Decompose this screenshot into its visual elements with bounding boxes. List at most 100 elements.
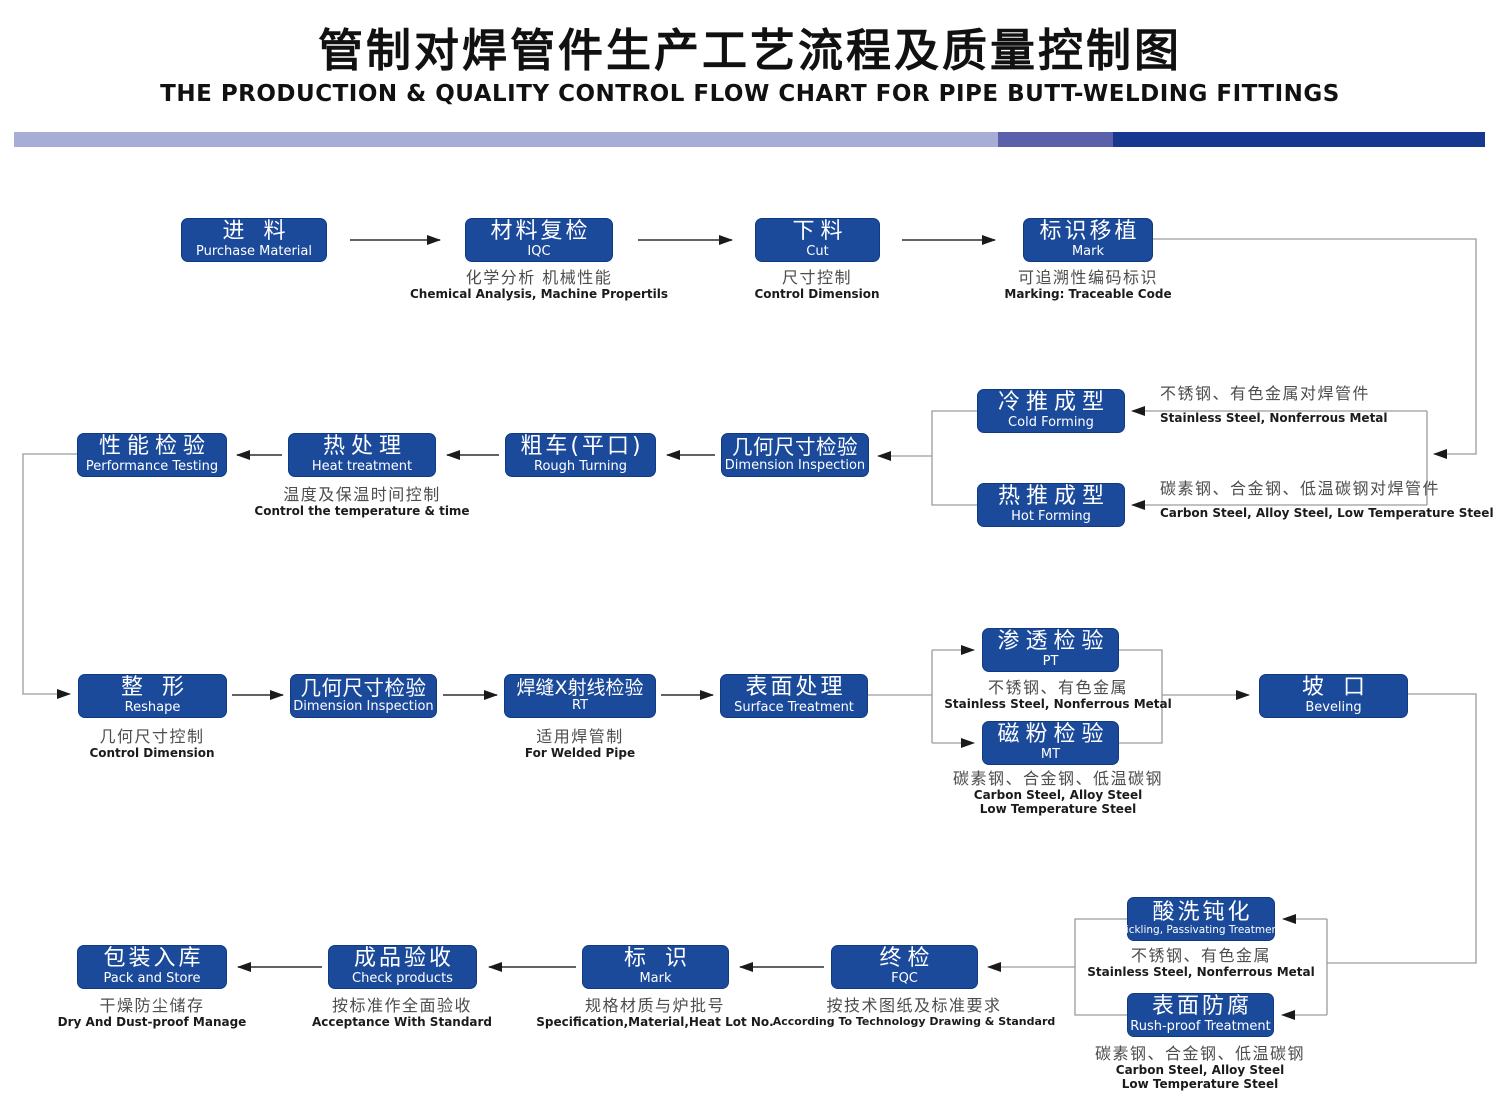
node-reshape-cn: 整 形: [121, 675, 190, 701]
node-weld-xray-rt: 焊缝X射线检验 RT: [504, 674, 656, 718]
node-pack-and-store: 包装入库 Pack and Store: [77, 945, 227, 989]
node-reshape-en: Reshape: [124, 699, 181, 715]
node-pickling-passivating-cn: 酸洗钝化: [1152, 899, 1253, 925]
note-cut-en: Control Dimension: [754, 287, 880, 301]
node-cold-forming-en: Cold Forming: [1008, 414, 1094, 430]
node-beveling-en: Beveling: [1305, 699, 1362, 715]
node-mark-label-cn: 标 识: [624, 946, 693, 972]
divider-segment-dark: [1113, 132, 1485, 147]
note-heat-treatment-cn: 温度及保温时间控制: [283, 485, 441, 504]
note-mark-label-cn: 规格材质与炉批号: [584, 996, 725, 1015]
node-check-products: 成品验收 Check products: [328, 945, 477, 989]
note-iqc-en: Chemical Analysis, Machine Propertils: [410, 287, 668, 301]
note-cut: 尺寸控制 Control Dimension: [667, 268, 967, 301]
note-hot-forming-cn: 碳素钢、合金钢、低温碳钢对焊管件: [1160, 479, 1441, 498]
node-purchase-material-cn: 进 料: [222, 219, 292, 245]
note-heat-treatment-en: Control the temperature & time: [254, 504, 470, 518]
note-pack-and-store: 干燥防尘储存 Dry And Dust-proof Manage: [2, 996, 302, 1029]
node-fqc-cn: 终检: [879, 946, 936, 972]
node-surface-treatment-cn: 表面处理: [745, 675, 846, 701]
note-pickling-en: Stainless Steel, Nonferrous Metal: [1087, 965, 1315, 979]
note-fqc: 按技术图纸及标准要求 According To Technology Drawi…: [754, 996, 1074, 1029]
node-rough-turning-en: Rough Turning: [534, 458, 627, 474]
node-magnetic-test-mt: 磁粉检验 MT: [982, 721, 1119, 765]
node-dimension-inspection-1: 几何尺寸检验 Dimension Inspection: [721, 433, 869, 477]
note-mark-label-en: Specification,Material,Heat Lot No.: [536, 1015, 774, 1029]
note-heat-treatment: 温度及保温时间控制 Control the temperature & time: [212, 485, 512, 518]
node-dimension-inspection-2: 几何尺寸检验 Dimension Inspection: [290, 674, 437, 718]
node-rustproof-treatment-en: Rush-proof Treatment: [1130, 1018, 1271, 1034]
node-heat-treatment-cn: 热处理: [322, 434, 407, 460]
note-rt-cn: 适用焊管制: [536, 727, 624, 746]
node-magnetic-test-mt-cn: 磁粉检验: [997, 722, 1110, 748]
note-mark-transplant: 可追溯性编码标识 Marking: Traceable Code: [938, 268, 1238, 301]
node-cut-cn: 下料: [792, 219, 849, 245]
straight-flow-arrows: [232, 235, 996, 972]
node-iqc-cn: 材料复检: [490, 219, 591, 245]
node-penetrant-test-pt-cn: 渗透检验: [997, 629, 1110, 655]
node-rough-turning-cn: 粗车(平口): [520, 434, 644, 460]
node-beveling-cn: 坡 口: [1302, 675, 1371, 701]
node-purchase-material-en: Purchase Material: [196, 243, 312, 259]
node-penetrant-test-pt: 渗透检验 PT: [982, 628, 1119, 672]
note-cold-forming-cn: 不锈钢、有色金属对焊管件: [1160, 384, 1371, 403]
node-cut: 下料 Cut: [755, 218, 880, 262]
note-iqc-cn: 化学分析 机械性能: [465, 268, 613, 287]
note-mt: 碳素钢、合金钢、低温碳钢 Carbon Steel, Alloy Steel L…: [908, 769, 1208, 816]
note-mt-en: Carbon Steel, Alloy Steel: [973, 788, 1143, 802]
note-check-products-cn: 按标准作全面验收: [331, 996, 472, 1015]
note-pt-cn: 不锈钢、有色金属: [987, 678, 1128, 697]
node-iqc-en: IQC: [527, 243, 551, 259]
note-reshape: 几何尺寸控制 Control Dimension: [2, 727, 302, 760]
note-cold-forming: 不锈钢、有色金属对焊管件 Stainless Steel, Nonferrous…: [1160, 384, 1388, 425]
node-iqc: 材料复检 IQC: [465, 218, 613, 262]
node-mark-label: 标 识 Mark: [582, 945, 729, 989]
node-performance-testing-cn: 性能检验: [98, 434, 211, 460]
note-pickling: 不锈钢、有色金属 Stainless Steel, Nonferrous Met…: [1051, 946, 1351, 979]
note-fqc-cn: 按技术图纸及标准要求: [826, 996, 1002, 1015]
note-reshape-cn: 几何尺寸控制: [99, 727, 205, 746]
node-rustproof-treatment-cn: 表面防腐: [1151, 994, 1252, 1020]
node-dimension-inspection-2-cn: 几何尺寸检验: [300, 675, 427, 700]
note-rt: 适用焊管制 For Welded Pipe: [430, 727, 730, 760]
node-dimension-inspection-2-en: Dimension Inspection: [293, 698, 434, 714]
note-pt: 不锈钢、有色金属 Stainless Steel, Nonferrous Met…: [908, 678, 1208, 711]
node-check-products-cn: 成品验收: [353, 946, 454, 972]
node-cold-forming: 冷推成型 Cold Forming: [977, 389, 1125, 433]
node-cold-forming-cn: 冷推成型: [997, 390, 1110, 416]
node-mark-label-en: Mark: [639, 970, 672, 986]
note-mark-transplant-en: Marking: Traceable Code: [1004, 287, 1172, 301]
node-dimension-inspection-1-en: Dimension Inspection: [724, 457, 866, 473]
node-pickling-passivating: 酸洗钝化 Pickling, Passivating Treatment: [1120, 897, 1282, 941]
note-rustproof-en: Carbon Steel, Alloy Steel: [1115, 1063, 1285, 1077]
routing-lines: [22, 238, 1477, 1020]
note-cut-cn: 尺寸控制: [781, 268, 852, 287]
node-hot-forming-en: Hot Forming: [1011, 508, 1091, 524]
node-penetrant-test-pt-en: PT: [1042, 653, 1059, 669]
node-weld-xray-rt-en: RT: [571, 698, 589, 714]
note-iqc: 化学分析 机械性能 Chemical Analysis, Machine Pro…: [389, 268, 689, 301]
note-pickling-cn: 不锈钢、有色金属: [1130, 946, 1271, 965]
node-hot-forming: 热推成型 Hot Forming: [977, 483, 1125, 527]
node-mark-transplant: 标识移植 Mark: [1023, 218, 1153, 262]
note-reshape-en: Control Dimension: [89, 746, 215, 760]
page-title-chinese: 管制对焊管件生产工艺流程及质量控制图: [317, 24, 1182, 77]
note-hot-forming: 碳素钢、合金钢、低温碳钢对焊管件 Carbon Steel, Alloy Ste…: [1160, 479, 1494, 520]
node-purchase-material: 进 料 Purchase Material: [181, 218, 327, 262]
note-cold-forming-en: Stainless Steel, Nonferrous Metal: [1160, 411, 1388, 425]
node-weld-xray-rt-cn: 焊缝X射线检验: [516, 676, 644, 699]
note-hot-forming-en: Carbon Steel, Alloy Steel, Low Temperatu…: [1160, 506, 1494, 520]
divider-segment-light: [14, 132, 998, 147]
node-pickling-passivating-en: Pickling, Passivating Treatment: [1119, 923, 1283, 936]
page-title-english: THE PRODUCTION & QUALITY CONTROL FLOW CH…: [160, 81, 1340, 107]
node-heat-treatment: 热处理 Heat treatment: [288, 433, 436, 477]
node-heat-treatment-en: Heat treatment: [311, 458, 413, 474]
note-check-products-en: Acceptance With Standard: [311, 1015, 493, 1029]
node-rustproof-treatment: 表面防腐 Rush-proof Treatment: [1127, 993, 1274, 1037]
node-dimension-inspection-1-cn: 几何尺寸检验: [732, 434, 858, 459]
node-rough-turning: 粗车(平口) Rough Turning: [505, 433, 656, 477]
node-pack-and-store-cn: 包装入库: [103, 946, 204, 972]
header-divider-bar: [14, 132, 1485, 147]
